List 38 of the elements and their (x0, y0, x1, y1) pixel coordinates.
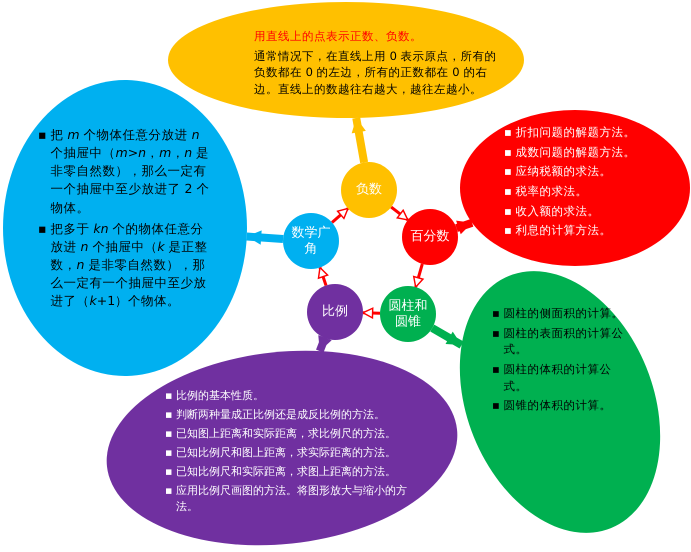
arrow (331, 207, 349, 224)
arrow (316, 335, 332, 353)
topic-label: 数学广角 (290, 225, 332, 257)
description-text: 通常情况下，在直线上用 0 表示原点，所有的负数都在 0 的左边，所有的正数都在 0 的右边。直线上的数越往右越大，越往左越小。 (254, 48, 498, 98)
bullet-text: ▪ 利息的计算方法。 (504, 222, 612, 240)
heading-text: 用直线上的点表示正数、负数。 (254, 28, 423, 45)
arrow (246, 230, 284, 245)
arrow (455, 219, 474, 234)
bullet-text: ▪ 判断两种量成正比例还是成反比例的方法。 (165, 406, 386, 423)
bullet-text: ▪ 把多于 kn 个的物体任意分放进 n 个抽屉中（k 是正整数，n 是非零自然数），那么一定有一个抽屉中至少放进了（k+1）个物体。 (38, 220, 209, 310)
bullet-text: ▪ 比例的基本性质。 (165, 388, 265, 404)
bullet-text: ▪ 折扣问题的解题方法。 (504, 124, 636, 141)
topic-label: 百分数 (410, 229, 450, 245)
arrow (318, 266, 328, 286)
arrow (413, 264, 424, 288)
bullet-text: ▪ 应用比例尺画图的方法。将图形放大与缩小的方法。 (165, 482, 408, 515)
bullet-text: ▪ 已知比例尺和图上距离，求实际距离的方法。 (165, 444, 397, 461)
arrow (352, 117, 368, 164)
bullet-text: ▪ 圆柱的侧面积的计算。 (492, 305, 624, 322)
bullet-text: ▪ 圆锥的体积的计算。 (492, 397, 612, 414)
arrow (430, 324, 464, 348)
bullet-text: ▪ 已知比例尺和实际距离，求图上距离的方法。 (165, 464, 397, 480)
bullet-text: ▪ 圆柱的表面积的计算公式。 (492, 324, 624, 358)
bullet-text: ▪ 圆柱的体积的计算公式。 (492, 361, 612, 394)
bullet-text: ▪ 已知图上距离和实际距离，求比例尺的方法。 (165, 426, 397, 442)
arrow (390, 206, 409, 222)
bullet-text: ▪ 收入额的求法。 (504, 202, 600, 220)
topic-label: 圆柱和圆锥 (388, 298, 428, 330)
bullet-text: ▪ 成数问题的解题方法。 (504, 144, 636, 160)
topic-circle (283, 213, 339, 269)
arrow (362, 308, 380, 319)
topic-circle (402, 209, 458, 265)
topic-label: 负数 (355, 182, 383, 198)
bullet-text: ▪ 把 m 个物体任意分放进 n 个抽屉中（m>n，m，n 是非零自然数），那么一定有一个抽屉中至少放进了 2 个物体。 (38, 126, 210, 216)
bullet-text: ▪ 税率的求法。 (504, 183, 588, 200)
topic-circle (341, 162, 397, 218)
bullet-text: ▪ 应纳税额的求法。 (504, 163, 612, 180)
topic-label: 比例 (321, 304, 349, 320)
